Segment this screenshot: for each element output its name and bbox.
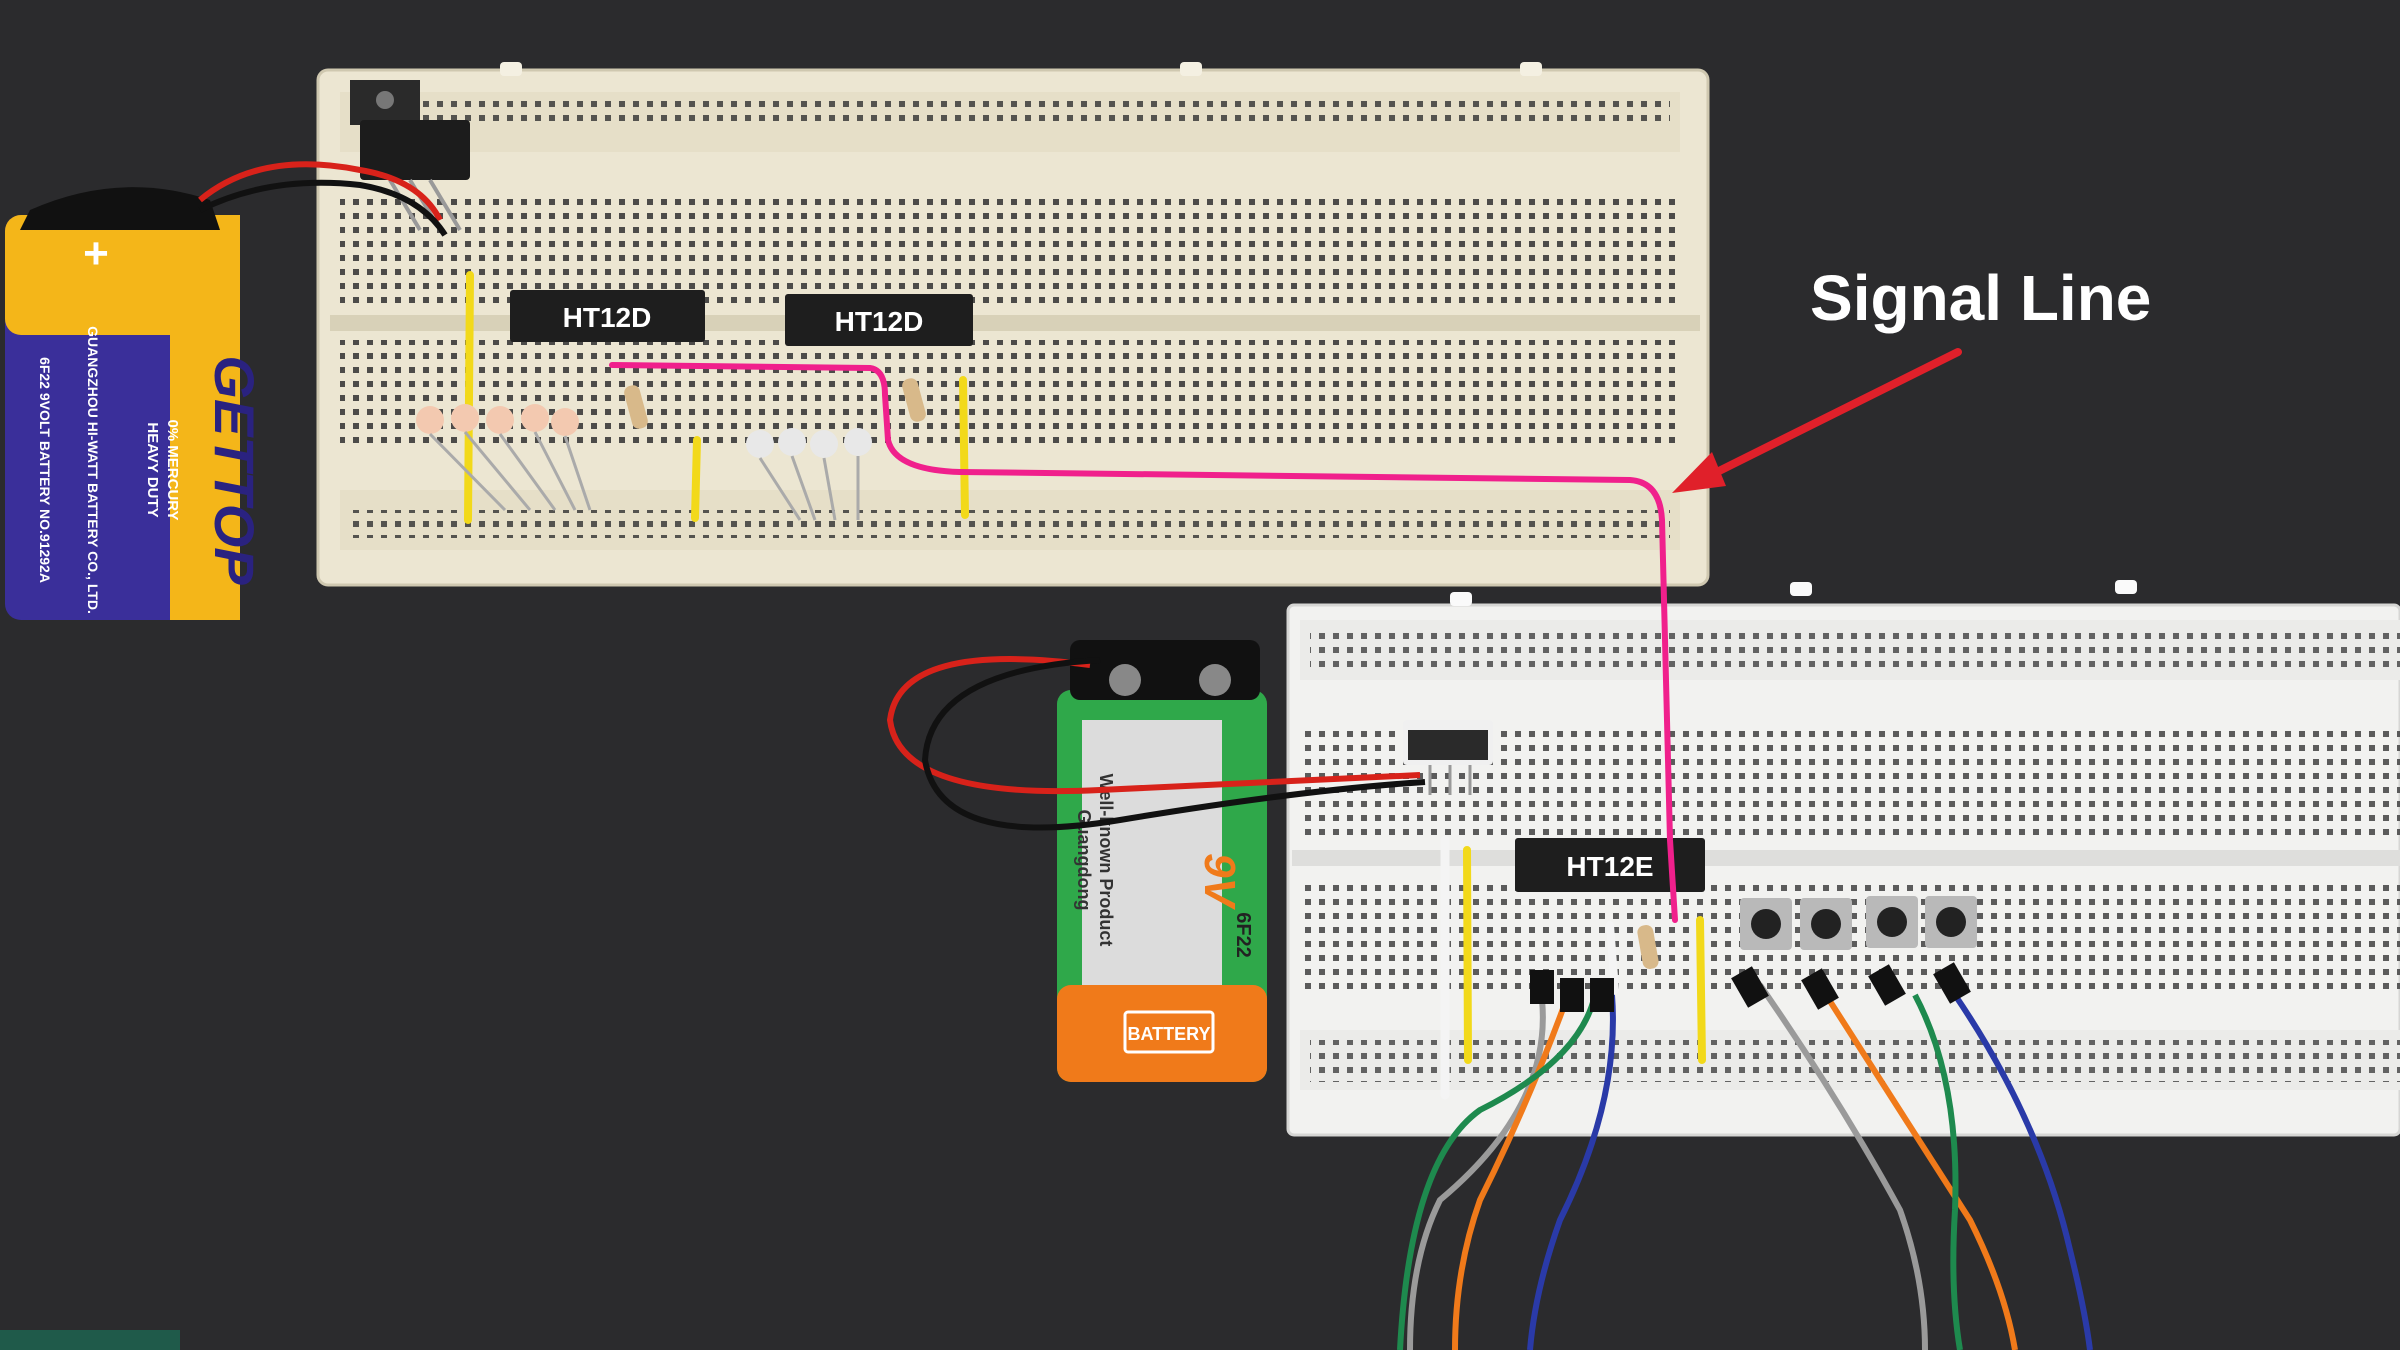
- battery-label: BATTERY: [1128, 1024, 1211, 1044]
- dupont-connector: [1933, 962, 1971, 1004]
- resistor: [1637, 925, 1659, 969]
- dupont-connector: [1590, 978, 1614, 1012]
- push-button: [1866, 896, 1918, 948]
- push-button: [1800, 898, 1852, 950]
- led-group-2: [746, 428, 872, 521]
- battery-text: Guangdong: [1074, 810, 1094, 911]
- battery-wire-black: [198, 179, 448, 237]
- decoder-chip-1: HT12D: [510, 290, 705, 342]
- voltage-regulator-right: [1403, 720, 1493, 795]
- dupont-wire-green: [1912, 993, 1963, 1350]
- battery-wire-black: [921, 657, 1426, 831]
- battery-wire-red: [886, 656, 1421, 795]
- push-button: [1740, 898, 1792, 950]
- annotation-arrow: [1672, 348, 1962, 493]
- dupont-connector: [1731, 966, 1769, 1008]
- battery-text: HEAVY DUTY: [144, 422, 161, 517]
- dupont-wire-gray: [1757, 983, 1928, 1350]
- dupont-connector: [1868, 964, 1906, 1006]
- dupont-connector: [1530, 970, 1554, 1004]
- dupont-wire-orange: [1452, 993, 1571, 1350]
- chip-label: HT12D: [563, 302, 652, 333]
- dupont-connector: [1560, 978, 1584, 1012]
- dupont-wire-blue: [1527, 994, 1616, 1350]
- jumper-wire: [1606, 921, 1619, 994]
- green-mat-corner: [0, 1330, 180, 1350]
- chip-label: HT12D: [835, 306, 924, 337]
- transmitter-breadboard: [1286, 580, 2400, 1137]
- dupont-wire-blue: [1952, 993, 2093, 1350]
- jumper-wire: [1463, 846, 1472, 1064]
- chip-label: HT12E: [1566, 851, 1653, 882]
- led-group-1: [416, 404, 592, 512]
- decoder-chip-2: HT12D: [785, 294, 973, 346]
- battery-plus-sign: +: [83, 229, 109, 278]
- resistor: [624, 385, 648, 429]
- jumper-wire: [959, 376, 969, 519]
- dupont-wire-green: [1397, 994, 1598, 1350]
- battery-text: 0% MERCURY: [164, 419, 181, 520]
- jumper-wire: [691, 436, 701, 522]
- signal-line-label: Signal Line: [1810, 262, 2151, 334]
- jumper-wire: [1696, 916, 1706, 1064]
- resistor: [902, 378, 926, 422]
- battery-voltage: 9V: [1195, 853, 1244, 910]
- battery-model: 6F22: [1232, 912, 1254, 958]
- battery-9v: BATTERY 9V 6F22 Well-known Product Guang…: [1057, 640, 1267, 1082]
- encoder-chip: HT12E: [1515, 838, 1705, 892]
- battery-brand: GETTOP: [203, 355, 266, 585]
- battery-gettop: + GETTOP 0% MERCURY HEAVY DUTY GUANGZHOU…: [5, 187, 266, 620]
- battery-wire-red: [198, 161, 443, 222]
- dupont-connector: [1801, 968, 1839, 1010]
- push-button: [1925, 896, 1977, 948]
- jumper-wire: [464, 271, 474, 524]
- dupont-wire-gray: [1407, 984, 1546, 1350]
- signal-line: [609, 362, 1678, 923]
- battery-text: GUANGZHOU HI-WATT BATTERY CO., LTD.: [85, 326, 101, 614]
- battery-text: 6F22 9VOLT BATTERY NO.91292A: [37, 357, 53, 583]
- battery-text: Well-known Product: [1096, 774, 1116, 947]
